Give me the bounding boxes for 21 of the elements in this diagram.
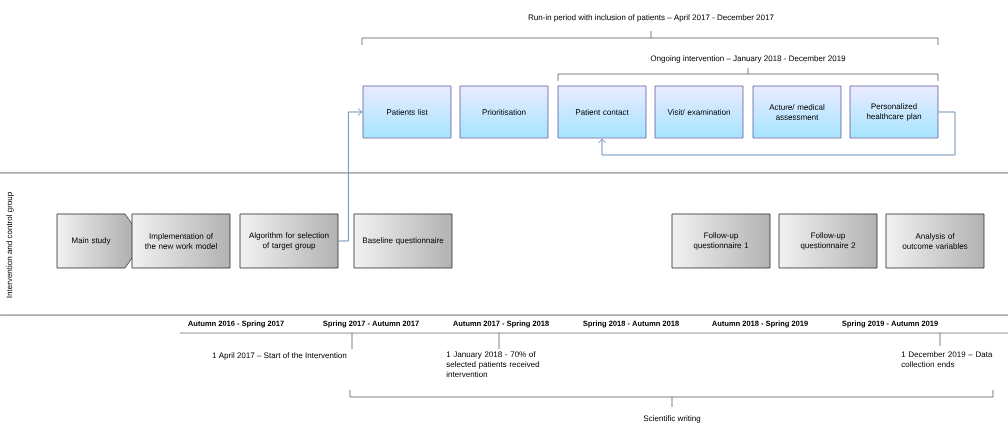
bracket-label: Scientific writing (643, 415, 701, 423)
arrow (337, 108, 363, 242)
stage-box: Follow-up questionnaire 2 (778, 213, 878, 269)
bracket-label: Run-in period with inclusion of patients – April 2017 - December 2017 (528, 14, 774, 22)
bracket-label: Ongoing intervention – January 2018 - December 2019 (650, 55, 846, 63)
arrow (598, 111, 956, 156)
stage-box: Analysis of outcome variables (885, 213, 985, 269)
stage-box: Follow-up questionnaire 1 (671, 213, 771, 269)
stage-box: Implementation of the new work model (131, 213, 231, 269)
side-label: Intervention and control group (6, 192, 14, 298)
process-box: Patients list (362, 85, 452, 139)
process-box: Prioritisation (459, 85, 549, 139)
milestone-label: 1 January 2018 - 70% of selected patients received intervention (446, 351, 540, 378)
process-box: Patient contact (557, 85, 647, 139)
stage-box: Baseline questionnaire (353, 213, 453, 269)
stage-box: Algorithm for selection of target group (239, 213, 339, 269)
process-box: Visit/ examination (654, 85, 744, 139)
milestone-label: 1 December 2019 – Data collection ends (901, 351, 993, 368)
process-box: Personalized healthcare plan (849, 85, 939, 139)
milestone-label: 1 April 2017 – Start of the Intervention (212, 352, 347, 360)
process-box: Acture/ medical assessment (752, 85, 842, 139)
